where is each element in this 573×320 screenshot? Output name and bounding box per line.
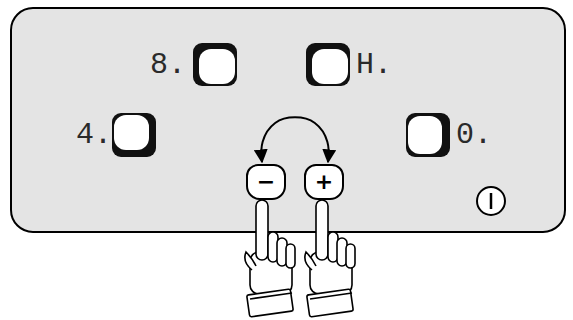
- edge-layer: [261, 117, 328, 162]
- control-button: +: [304, 164, 344, 200]
- zone-display: H.: [356, 50, 392, 80]
- double-arrow: [261, 117, 328, 162]
- button-symbol: +: [315, 171, 333, 193]
- zone-indicator: [406, 113, 450, 157]
- power-switch: [477, 187, 505, 215]
- zone-indicator: [306, 43, 350, 86]
- zone-display: 4.: [76, 120, 112, 150]
- zone-indicator: [193, 43, 237, 86]
- zone-display: 0.: [456, 120, 492, 150]
- button-symbol: −: [257, 171, 275, 193]
- pointing-hand: [245, 200, 295, 317]
- control-panel: [11, 8, 565, 232]
- zone-indicator: [112, 113, 156, 157]
- control-button: −: [246, 164, 286, 200]
- zone-display: 8.: [150, 50, 186, 80]
- pointing-hand: [305, 200, 355, 317]
